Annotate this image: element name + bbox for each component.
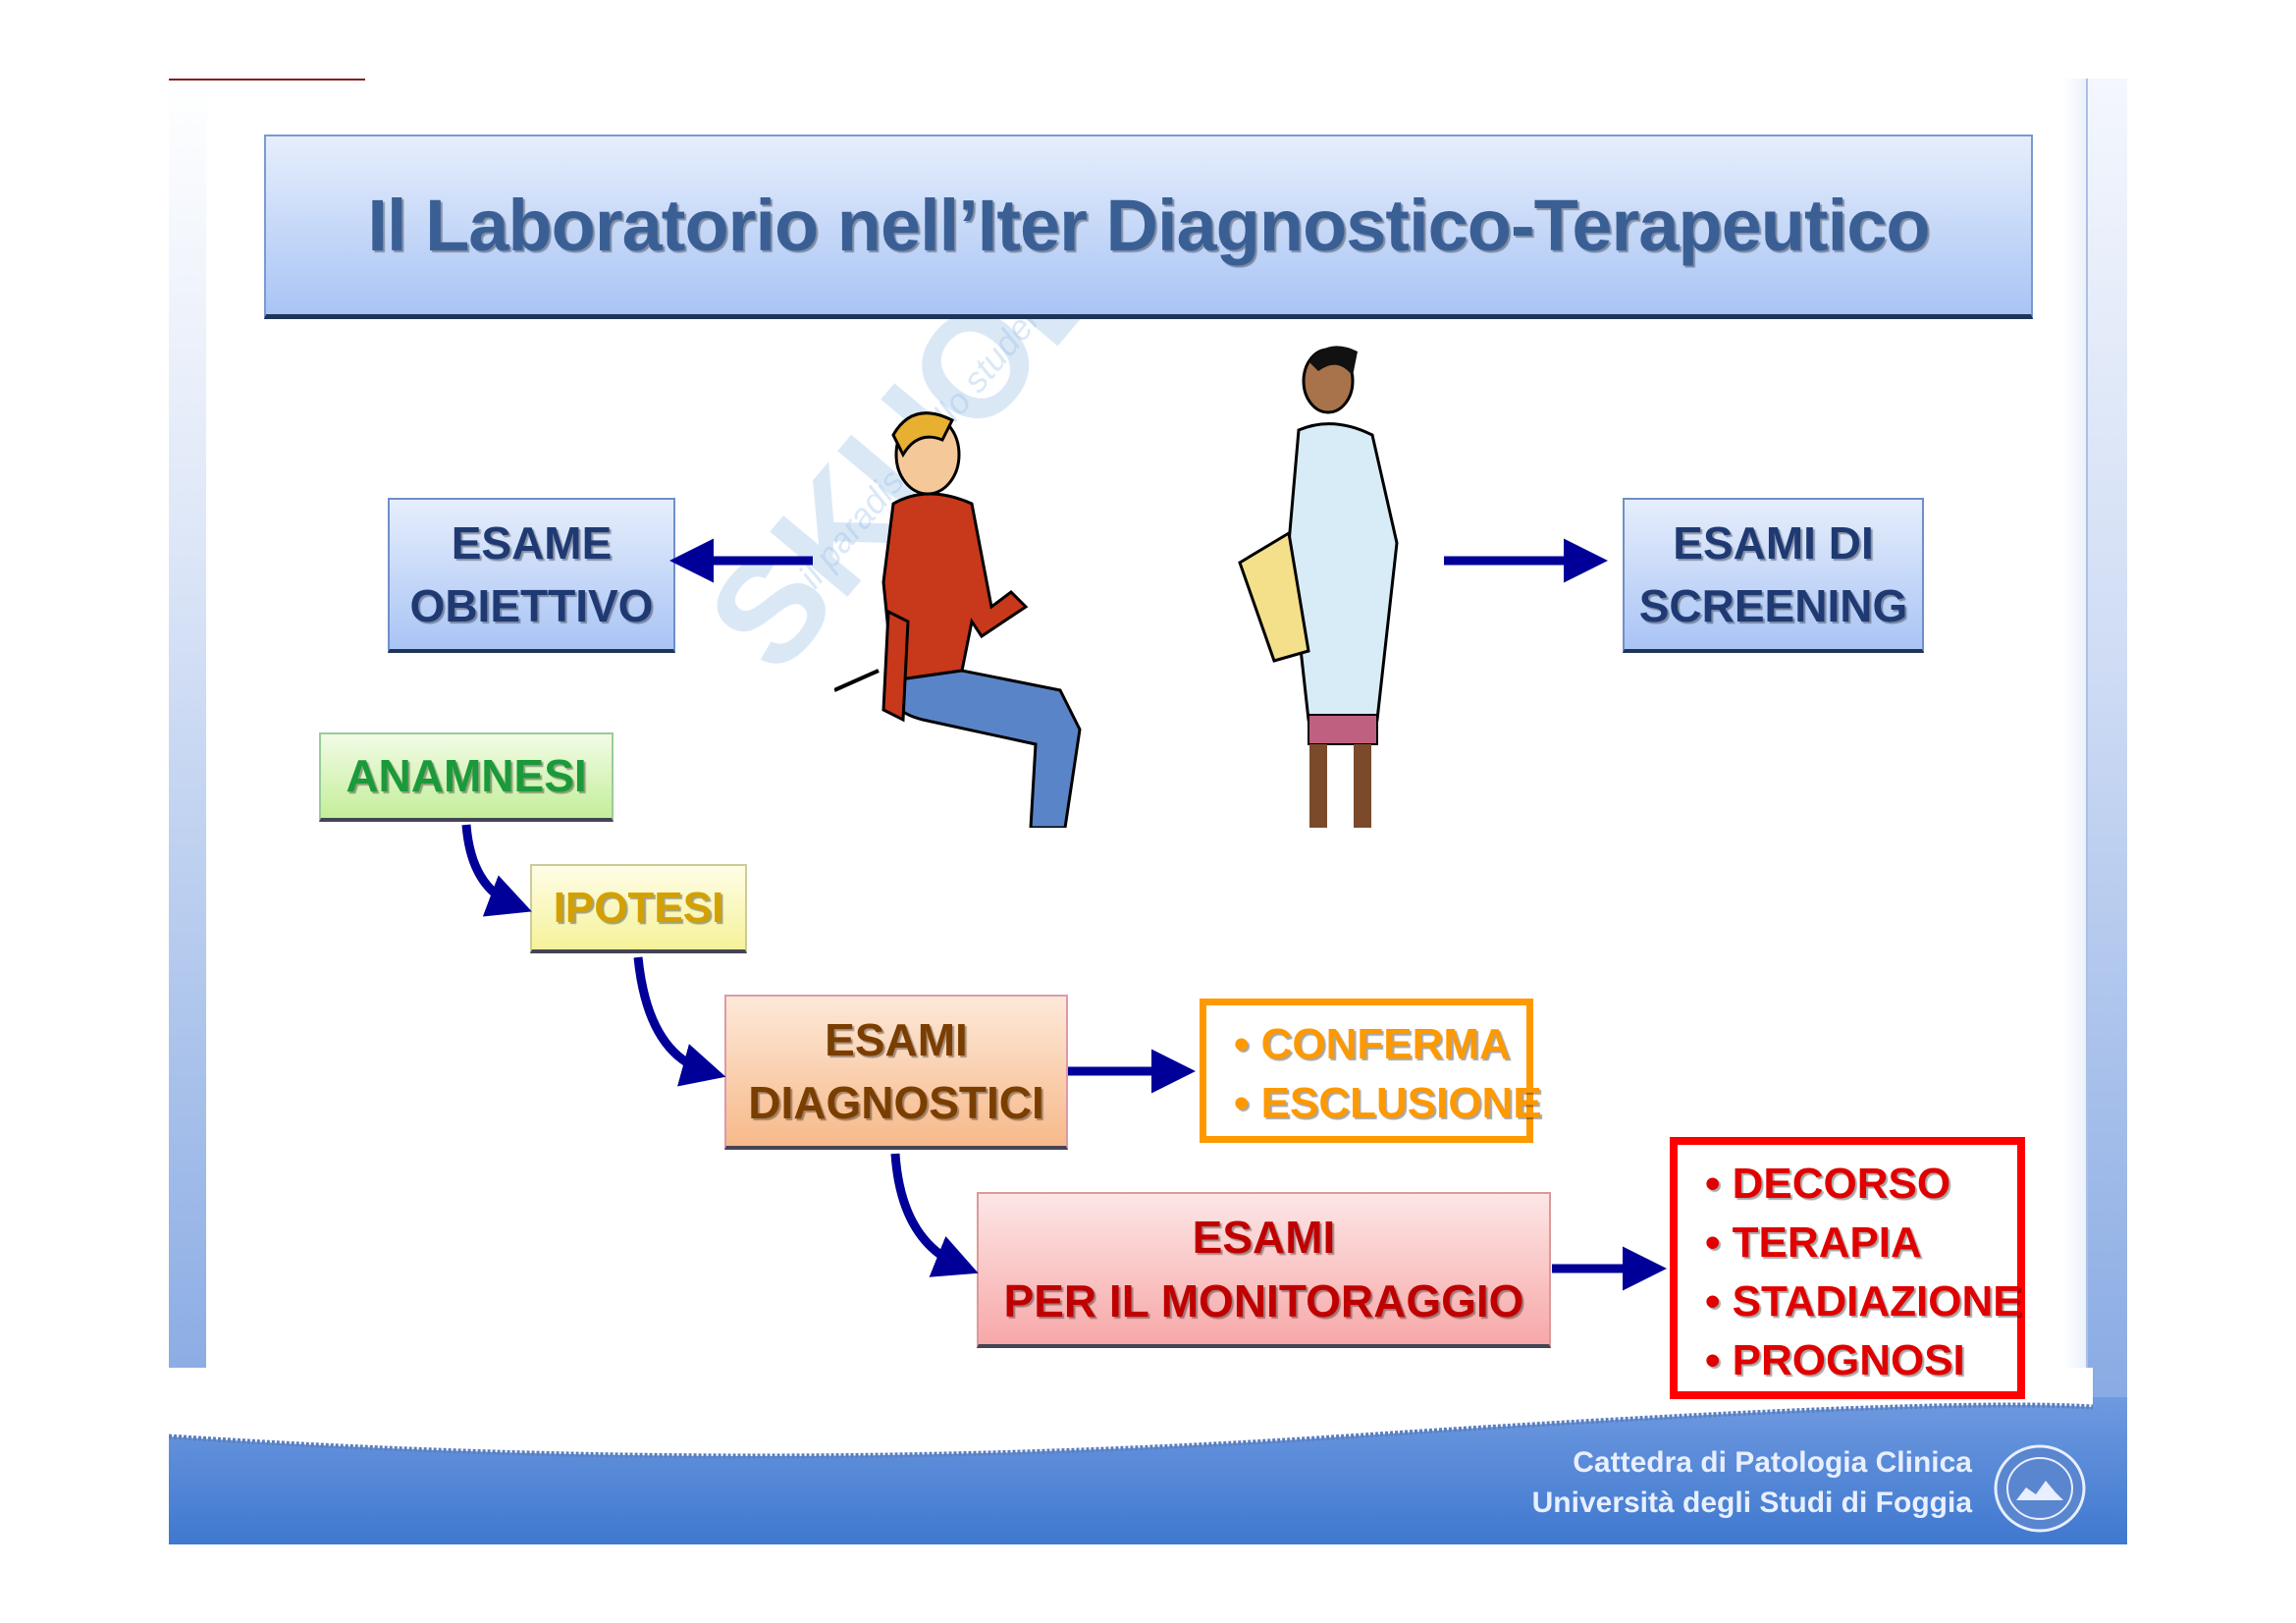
- outcome-prognosi: • PROGNOSI: [1705, 1336, 1965, 1384]
- outcome-stadiazione: • STADIAZIONE: [1705, 1277, 2022, 1325]
- arrow-anamnesi-ipotesi: [461, 824, 532, 917]
- outcome-conferma: • CONFERMA: [1234, 1020, 1511, 1068]
- esami-monitoraggio-box: ESAMI PER IL MONITORAGGIO: [977, 1192, 1551, 1348]
- esame-obiettivo-box: ESAME OBIETTIVO: [388, 498, 675, 653]
- university-seal-icon: [1994, 1444, 2086, 1533]
- esami-diagnostici-line2: DIAGNOSTICI: [748, 1077, 1044, 1128]
- esami-diagnostici-line1: ESAMI: [825, 1013, 968, 1065]
- esami-diagnostici-box: ESAMI DIAGNOSTICI: [724, 995, 1068, 1150]
- right-decor-bar: [2086, 79, 2127, 1544]
- footer-line1: Cattedra di Patologia Clinica: [1573, 1446, 1972, 1479]
- outcome-terapia: • TERAPIA: [1705, 1218, 1922, 1267]
- arrow-ipotesi-diagnostici: [633, 956, 726, 1087]
- outcome-decorso: • DECORSO: [1705, 1160, 1951, 1208]
- patient-illustration: [834, 411, 1082, 828]
- monitoring-outcomes-box: • DECORSO • TERAPIA • STADIAZIONE • PROG…: [1670, 1137, 2025, 1399]
- left-decor-bar: [169, 79, 206, 1544]
- esami-screening-line1: ESAMI DI: [1673, 516, 1874, 568]
- arrow-diagnostici-monitoraggio: [890, 1153, 979, 1277]
- esame-obiettivo-line1: ESAME: [451, 516, 613, 568]
- footer-line2: Università degli Studi di Foggia: [1531, 1487, 1972, 1519]
- esame-obiettivo-line2: OBIETTIVO: [409, 580, 654, 631]
- corner-line: [169, 79, 365, 81]
- page-title: Il Laboratorio nell’Iter Diagnostico-Ter…: [264, 135, 2033, 319]
- anamnesi-box: ANAMNESI: [319, 732, 614, 822]
- ipotesi-box: IPOTESI: [530, 864, 747, 953]
- esami-screening-box: ESAMI DI SCREENING: [1623, 498, 1924, 653]
- doctor-illustration: [1238, 346, 1399, 828]
- esami-monitoraggio-line2: PER IL MONITORAGGIO: [1003, 1274, 1524, 1326]
- outcome-esclusione: • ESCLUSIONE: [1234, 1079, 1542, 1127]
- footer-wave: [169, 1368, 2094, 1459]
- esami-screening-line2: SCREENING: [1638, 580, 1908, 631]
- esami-monitoraggio-line1: ESAMI: [1192, 1212, 1336, 1264]
- diagnostic-outcomes-box: • CONFERMA • ESCLUSIONE: [1200, 999, 1542, 1143]
